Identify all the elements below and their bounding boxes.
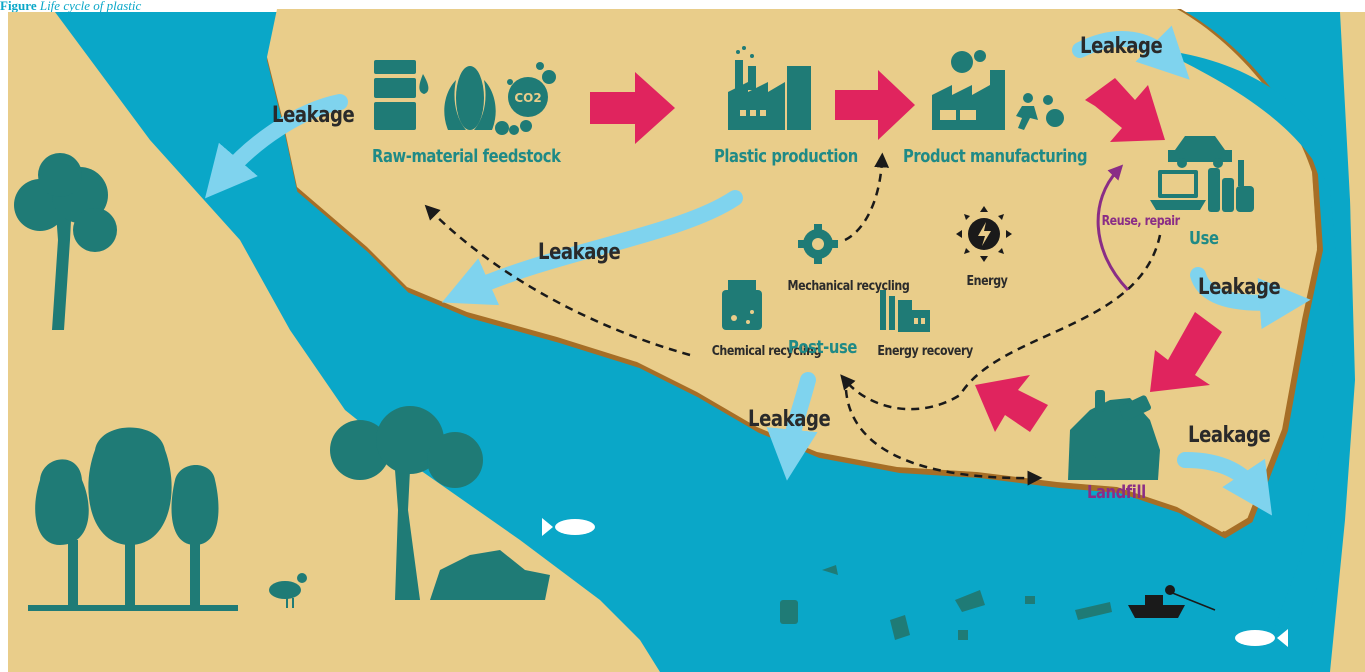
- leakage-label-raw: Leakage: [272, 103, 355, 128]
- oil-barrel-icon: [374, 60, 429, 130]
- reuse-arrow: [1096, 164, 1130, 292]
- flow-arrow-5: [975, 375, 1048, 432]
- trees-group: [28, 427, 238, 611]
- leakage-label-manufacturing: Leakage: [1080, 34, 1163, 59]
- leakage-label-postuse: Leakage: [748, 407, 831, 432]
- leak-arrow-landfill: [1177, 452, 1273, 516]
- stage-product-manufacturing: Product manufacturing: [903, 146, 1088, 167]
- flow-arrow-1: [590, 72, 675, 144]
- seagull-icon: [269, 573, 307, 608]
- leak-arrow-manufacturing: [1072, 25, 1190, 80]
- path-mechanical-to-production: [844, 152, 890, 242]
- leak-arrow-raw: [205, 94, 348, 199]
- leakage-label-landfill: Leakage: [1188, 423, 1271, 448]
- label-mechanical-recycling: Mechanical recycling: [787, 279, 910, 294]
- fishing-boat-icon: [1128, 585, 1216, 618]
- floating-debris: [780, 565, 1112, 640]
- leakage-arrows: [205, 25, 1311, 516]
- tree-icon-2: [330, 406, 483, 600]
- label-chemical-recycling: Chemical recycling: [711, 344, 822, 359]
- car-icon: [1168, 136, 1232, 168]
- figure-title: Figure Life cycle of plastic: [0, 0, 141, 14]
- co2-cloud-icon: [495, 62, 556, 135]
- stage-post-use: Post-use: [788, 337, 857, 358]
- stage-plastic-production: Plastic production: [714, 146, 858, 167]
- right-land: [1330, 12, 1365, 672]
- dashed-paths: [424, 152, 1162, 486]
- bottles-icon: [1208, 160, 1254, 212]
- label-reuse-repair: Reuse, repair: [1101, 214, 1180, 229]
- tree-icon-1: [14, 153, 117, 330]
- figure-label: Figure: [0, 0, 37, 13]
- energy-icon: [956, 206, 1012, 262]
- factory-icon-manufacturing: [932, 50, 1064, 130]
- left-bank: [8, 12, 660, 672]
- leakage-label-production: Leakage: [538, 240, 621, 265]
- flow-arrow-4: [1150, 312, 1222, 392]
- waste-pile-icon: [1068, 390, 1160, 480]
- corn-icon: [444, 66, 496, 130]
- path-use-to-postuse: [840, 234, 1162, 411]
- label-energy: Energy: [966, 274, 1008, 289]
- flow-arrow-3: [1085, 78, 1165, 142]
- leak-arrow-production: [441, 190, 743, 306]
- main-land-fill: [267, 9, 1317, 532]
- stage-landfill: Landfill: [1087, 482, 1146, 503]
- leak-arrow-use: [1190, 267, 1311, 330]
- leakage-label-use: Leakage: [1198, 275, 1281, 300]
- flow-arrow-2: [835, 70, 915, 140]
- fish-icon-1: [542, 518, 595, 536]
- leak-arrow-postuse: [766, 372, 818, 481]
- recycle-gear-icon: [798, 224, 838, 264]
- chemical-recycling-icon: [722, 280, 762, 330]
- stage-use: Use: [1189, 228, 1219, 249]
- energy-recovery-icon: [878, 290, 930, 332]
- path-postuse-to-landfill: [844, 389, 1043, 486]
- stage-raw-material: Raw-material feedstock: [372, 146, 561, 167]
- co2-label: CO2: [514, 91, 541, 105]
- shore-waste-pile: [430, 550, 550, 600]
- factory-icon-production: [728, 46, 811, 130]
- label-energy-recovery: Energy recovery: [877, 344, 973, 359]
- flow-arrows: [590, 70, 1222, 432]
- laptop-icon: [1150, 170, 1206, 210]
- fish-icon-2: [1235, 629, 1288, 647]
- figure-caption: Life cycle of plastic: [39, 0, 142, 13]
